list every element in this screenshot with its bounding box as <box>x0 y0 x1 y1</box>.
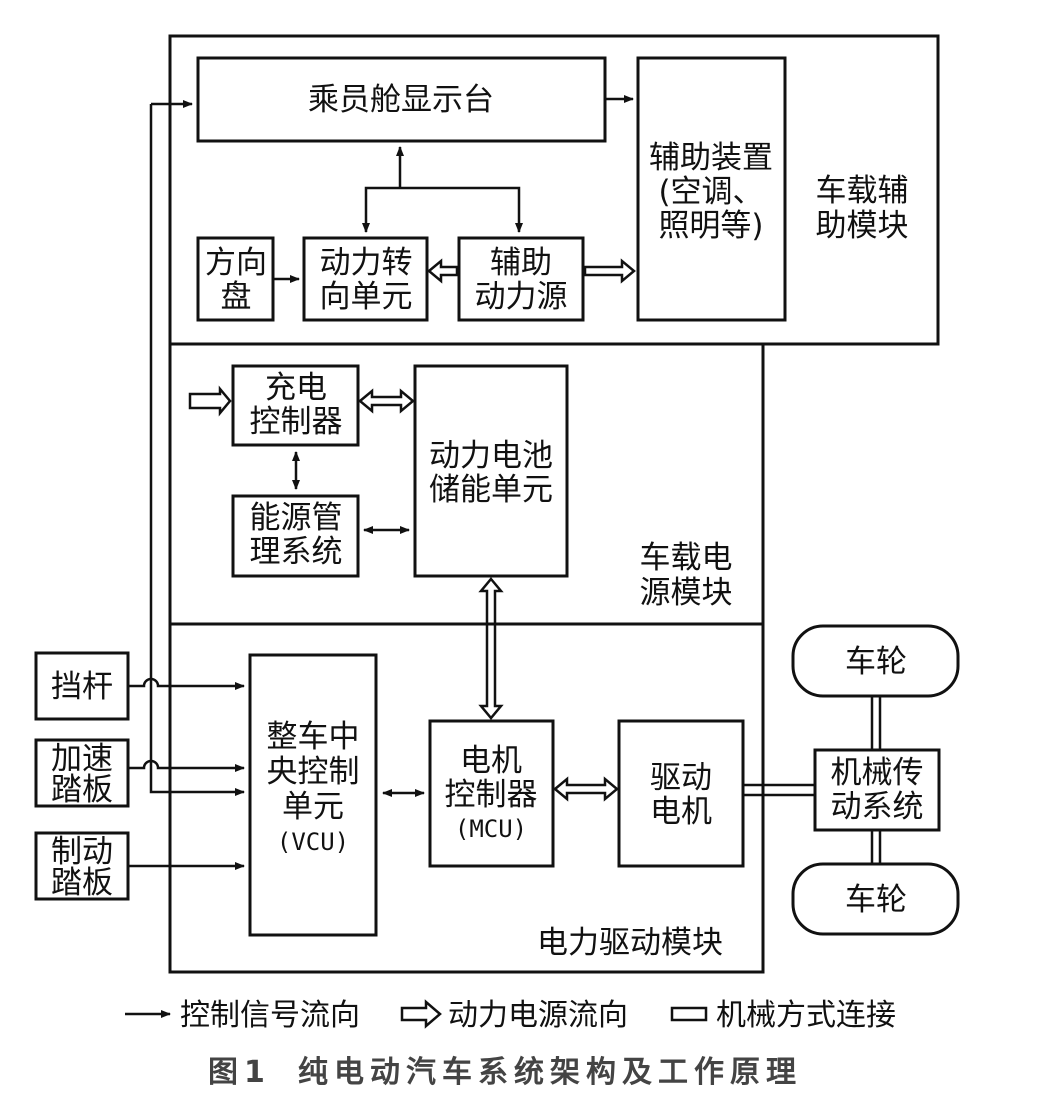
gear-lever-label: 挡杆 <box>51 669 113 705</box>
svg-text:充电: 充电 <box>265 370 327 406</box>
svg-text:央控制: 央控制 <box>267 754 360 790</box>
power-steering-box <box>302 236 429 322</box>
aux-to-steering-power-arrow <box>427 258 459 284</box>
aux-device-label: 辅助装置 (空调、 照明等) <box>649 140 773 244</box>
svg-text:控制器: 控制器 <box>250 404 343 440</box>
accel-pedal-label: 加速 踏板 <box>51 741 113 808</box>
steering-aux-bus-arrow <box>362 186 523 233</box>
svg-text:单元: 单元 <box>282 789 344 825</box>
legend-power-label: 动力电源流向 <box>448 998 628 1033</box>
legend: 控制信号流向 动力电源流向 机械方式连接 <box>125 998 896 1033</box>
drive-motor-label: 驱动 电机 <box>650 760 712 830</box>
aux-power-label: 辅助 动力源 <box>475 245 568 315</box>
brake-pedal-box <box>34 831 130 901</box>
transmission-wheel-top-mech-link <box>870 696 882 750</box>
mcu-box <box>428 719 555 868</box>
svg-text:动力电池: 动力电池 <box>429 438 553 474</box>
mech-transmission-label: 机械传 动系统 <box>831 755 924 825</box>
svg-text:动力源: 动力源 <box>475 279 568 315</box>
motor-transmission-mech-link <box>743 783 815 797</box>
svg-text:动力转: 动力转 <box>320 245 413 281</box>
svg-text:方向: 方向 <box>205 245 267 281</box>
svg-text:源模块: 源模块 <box>640 575 733 611</box>
svg-text:制动: 制动 <box>51 834 113 870</box>
svg-text:电机: 电机 <box>460 743 522 779</box>
svg-text:辅助: 辅助 <box>490 245 552 281</box>
vcu-label: 整车中 央控制 单元 (VCU) <box>267 719 360 856</box>
drive-motor-box <box>617 719 745 868</box>
svg-text:控制器: 控制器 <box>445 777 538 813</box>
gear-to-vcu-arrow <box>128 677 245 690</box>
legend-mechanical-label: 机械方式连接 <box>716 998 896 1033</box>
battery-box <box>413 364 569 578</box>
energy-mgmt-label: 能源管 理系统 <box>250 500 343 570</box>
battery-mcu-power-arrow <box>478 577 504 720</box>
svg-text:驱动: 驱动 <box>650 760 712 796</box>
svg-text:助模块: 助模块 <box>816 208 909 244</box>
display-feedback-line <box>149 104 245 796</box>
svg-text:辅助装置: 辅助装置 <box>649 140 773 176</box>
svg-text:踏板: 踏板 <box>51 772 113 808</box>
legend-control-label: 控制信号流向 <box>180 998 360 1033</box>
svg-text:电机: 电机 <box>650 794 712 830</box>
aux-power-box <box>457 236 585 322</box>
svg-text:加速: 加速 <box>51 741 113 777</box>
battery-label: 动力电池 储能单元 <box>429 438 553 508</box>
mcu-motor-power-arrow <box>553 776 619 802</box>
svg-text:机械传: 机械传 <box>831 755 924 791</box>
aux-module-frame <box>168 34 940 346</box>
aux-device-box <box>636 56 787 322</box>
steering-wheel-box <box>196 236 275 322</box>
svg-text:动系统: 动系统 <box>831 789 924 825</box>
charge-input-power-arrow <box>188 385 232 417</box>
mech-transmission-box <box>813 748 941 832</box>
cabin-display-box <box>196 56 607 143</box>
wheel-bottom-box <box>791 862 960 936</box>
power-module-label: 车载电 源模块 <box>640 540 733 611</box>
svg-text:车载电: 车载电 <box>640 540 733 576</box>
figure-title: 纯电动汽车系统架构及工作原理 <box>298 1055 802 1090</box>
power-steering-label: 动力转 向单元 <box>320 245 413 315</box>
svg-text:盘: 盘 <box>221 279 252 315</box>
svg-text:踏板: 踏板 <box>51 865 113 901</box>
wheel-top-box <box>791 624 960 698</box>
legend-mechanical-icon <box>670 1006 708 1022</box>
svg-text:整车中: 整车中 <box>267 719 360 755</box>
charge-battery-power-arrow <box>358 388 415 414</box>
svg-text:能源管: 能源管 <box>250 500 343 536</box>
vcu-box <box>248 653 378 937</box>
charge-controller-label: 充电 控制器 <box>250 370 343 440</box>
svg-text:(VCU): (VCU) <box>277 828 349 856</box>
accel-to-vcu-arrow <box>128 759 245 772</box>
energy-mgmt-box <box>231 494 360 578</box>
mcu-label: 电机 控制器 (MCU) <box>445 743 538 843</box>
svg-text:车载辅: 车载辅 <box>816 173 909 209</box>
legend-power-arrow-icon <box>400 999 442 1029</box>
svg-text:(空调、: (空调、 <box>658 174 763 210</box>
svg-text:(MCU): (MCU) <box>455 815 527 843</box>
wheel-bottom-label: 车轮 <box>845 882 907 918</box>
svg-text:储能单元: 储能单元 <box>429 472 553 508</box>
drive-module-label: 电力驱动模块 <box>537 925 723 961</box>
transmission-wheel-bottom-mech-link <box>870 830 882 864</box>
figure-number: 图1 <box>208 1055 271 1090</box>
svg-text:理系统: 理系统 <box>250 534 343 570</box>
brake-pedal-label: 制动 踏板 <box>51 834 113 901</box>
svg-text:向单元: 向单元 <box>320 279 413 315</box>
cabin-display-label: 乘员舱显示台 <box>308 82 494 118</box>
svg-text:照明等): 照明等) <box>658 208 763 244</box>
aux-module-label: 车载辅 助模块 <box>816 173 909 244</box>
accel-pedal-box <box>34 738 130 808</box>
aux-to-device-power-arrow <box>583 258 636 284</box>
drive-module-frame <box>168 622 765 974</box>
wheel-top-label: 车轮 <box>845 644 907 680</box>
charge-controller-box <box>231 364 360 447</box>
steering-wheel-label: 方向 盘 <box>205 245 267 315</box>
